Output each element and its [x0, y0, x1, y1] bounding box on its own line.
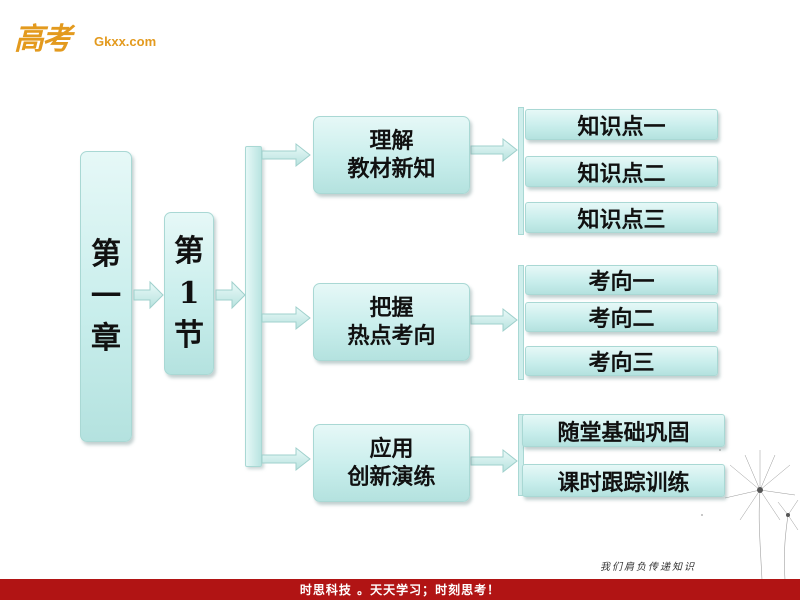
- section-char-3: 节: [174, 317, 204, 353]
- group-hotspot-box[interactable]: 把握 热点考向: [313, 283, 470, 361]
- motto-text: 我们肩负传递知识: [600, 562, 696, 573]
- group-1-item-bracket: [518, 107, 524, 235]
- arrow-group-1-to-items: [470, 137, 518, 163]
- arrow-to-group-2: [261, 305, 311, 331]
- chapter-char-1: 第: [91, 236, 121, 272]
- section-char-1: 第: [174, 233, 204, 269]
- chapter-char-3: 章: [91, 320, 121, 356]
- direction-2[interactable]: 考向二: [525, 302, 718, 332]
- footer-bar: 时思科技 。天天学习；时刻思考！: [0, 579, 800, 600]
- section-char-2: 1: [178, 275, 200, 311]
- group-2-item-bracket: [518, 265, 524, 380]
- logo: 高考 Gkxx.com: [8, 10, 208, 60]
- section-box[interactable]: 第 1 节: [164, 212, 214, 375]
- connector-bracket: [245, 146, 262, 467]
- knowledge-point-1[interactable]: 知识点一: [525, 109, 718, 140]
- logo-url-text: Gkxx.com: [94, 34, 157, 49]
- arrow-to-group-3: [261, 446, 311, 472]
- arrow-group-2-to-items: [470, 307, 518, 333]
- logo-chinese-text: 高考: [14, 22, 72, 57]
- direction-1[interactable]: 考向一: [525, 265, 718, 295]
- knowledge-point-2[interactable]: 知识点二: [525, 156, 718, 187]
- chapter-char-2: 一: [91, 278, 121, 314]
- arrow-group-3-to-items: [470, 448, 518, 474]
- footer-text: 时思科技 。天天学习；时刻思考！: [299, 583, 501, 597]
- group-apply-line2: 创新演练: [347, 464, 436, 490]
- knowledge-point-3[interactable]: 知识点三: [525, 202, 718, 233]
- group-understand-line2: 教材新知: [347, 156, 436, 182]
- group-hotspot-line1: 把握: [369, 295, 414, 321]
- chapter-box[interactable]: 第 一 章: [80, 151, 132, 442]
- group-apply-line1: 应用: [369, 436, 414, 462]
- classroom-practice[interactable]: 随堂基础巩固: [522, 414, 725, 447]
- group-understand-box[interactable]: 理解 教材新知: [313, 116, 470, 194]
- arrow-chapter-to-section: [133, 280, 164, 310]
- group-understand-line1: 理解: [369, 128, 414, 154]
- group-hotspot-line2: 热点考向: [347, 323, 436, 349]
- group-apply-box[interactable]: 应用 创新演练: [313, 424, 470, 502]
- arrow-section-to-bracket: [215, 280, 246, 310]
- direction-3[interactable]: 考向三: [525, 346, 718, 376]
- group-3-item-bracket: [518, 414, 524, 496]
- arrow-to-group-1: [261, 142, 311, 168]
- homework-training[interactable]: 课时跟踪训练: [522, 464, 725, 497]
